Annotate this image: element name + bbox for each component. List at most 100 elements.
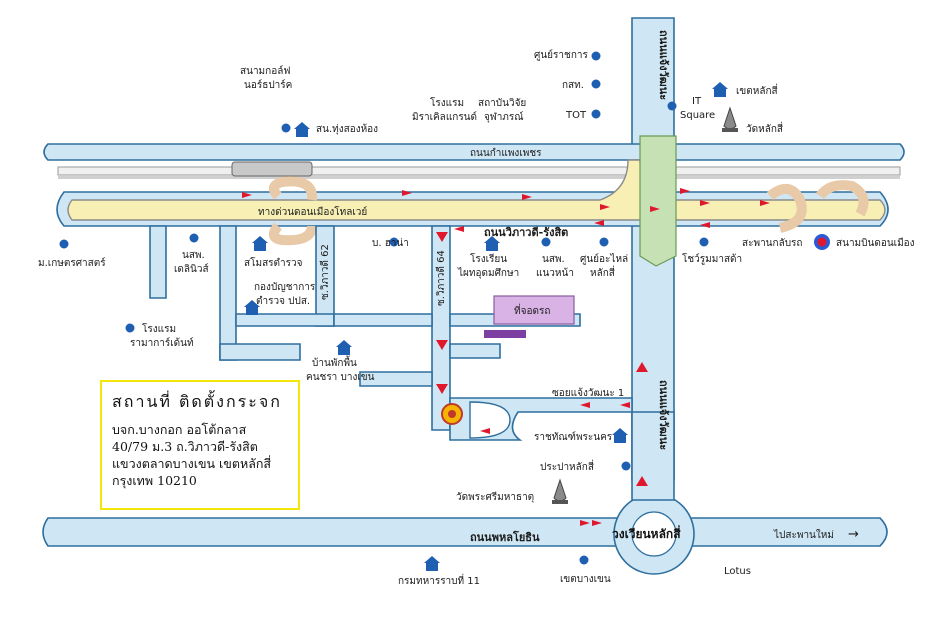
arrow-15	[580, 402, 590, 408]
label-to-saphan-mai: ไปสะพานใหม่	[773, 529, 834, 541]
label-naewna-2: แนวหน้า	[536, 267, 574, 279]
label-police-command-1: กองบัญชาการ	[254, 282, 316, 293]
label-lak-si-district-top: เขตหลักสี่	[736, 83, 778, 97]
arrow-3	[522, 194, 532, 200]
arrow-16	[620, 402, 630, 408]
arrow-18	[580, 520, 590, 526]
label-airport: สนามบินดอนเมือง	[836, 237, 915, 249]
label-circle-lak-si: วงเวียนหลักสี่	[612, 525, 681, 541]
label-it-square-2: Square	[680, 110, 715, 121]
label-lak-si-parts-1: ศูนย์อะไหล่	[580, 253, 628, 265]
house-icon	[612, 428, 628, 443]
dot-kasetsart	[59, 239, 69, 249]
info-title: สถานที่ ติดตั้งกระจก	[112, 392, 282, 411]
label-kamphaeng-phet: ถนนกำแพงเพชร	[470, 148, 542, 159]
arrow-4	[600, 204, 610, 210]
label-phahon-yothin: ถนนพหลโยธิน	[470, 530, 540, 544]
label-soi-64: ซ.วิภาวดี 64	[435, 250, 447, 306]
label-rama-gardens-1: โรงแรม	[142, 322, 176, 335]
dot-cat	[591, 79, 601, 89]
dot-markers	[59, 51, 709, 565]
label-government: ศูนย์ราชการ	[534, 49, 588, 61]
arrow-7	[700, 200, 710, 206]
label-hana: บ. ฮาน่า	[372, 238, 409, 249]
house-icon	[424, 556, 440, 571]
label-rama-gardens-2: รามาการ์เด้นท์	[130, 337, 194, 349]
temple-icon	[722, 106, 738, 132]
parking-block	[493, 295, 575, 325]
label-golf-2: นอร์ธปาร์ค	[244, 79, 292, 91]
label-school-2: ไผทอุดมศึกษา	[457, 267, 519, 279]
label-it-square-1: IT	[692, 96, 702, 107]
dot-waterworks	[621, 461, 631, 471]
arrow-to-saphan-mai: →	[848, 527, 859, 542]
arrow-1	[242, 192, 252, 198]
destination-marker-icon	[441, 403, 463, 425]
label-tot: TOT	[565, 110, 587, 121]
arrow-5	[650, 206, 660, 212]
road-loop	[469, 401, 511, 439]
info-line-4: กรุงเทพ 10210	[112, 473, 197, 488]
label-saphan-klap-rot: สะพานกลับรถ	[742, 238, 802, 249]
label-bangkhen-housing-2: คนชรา บางเขน	[306, 372, 375, 383]
house-icon	[294, 122, 310, 137]
arrow-20	[636, 476, 648, 486]
label-ratchathan: ราชทัณฑ์พระนคร	[534, 431, 613, 443]
dot-tot	[591, 109, 601, 119]
label-bang-khen-district: เขตบางเขน	[560, 574, 611, 585]
dot-naewna	[541, 237, 551, 247]
road-connector-c	[333, 313, 433, 327]
u-turn-west	[268, 176, 318, 246]
label-miracle-1: โรงแรม	[430, 96, 464, 109]
house-icon	[244, 300, 260, 315]
dot-mazda	[699, 237, 709, 247]
arrow-21	[636, 362, 648, 372]
label-miracle-2: มิราเคิลแกรนด์	[412, 111, 477, 123]
u-turn-east	[766, 184, 807, 233]
dot-thung-song-hong	[281, 123, 291, 133]
dot-delinews	[189, 233, 199, 243]
airport-icon	[814, 234, 830, 250]
arrow-6	[680, 188, 690, 194]
dot-it-square	[667, 101, 677, 111]
parking-bar	[484, 330, 526, 338]
lak-si-circle-inner	[631, 511, 677, 557]
label-parking: ที่จอดรถ	[514, 303, 550, 317]
arrow-17	[480, 428, 490, 434]
road-kamphaeng-phet	[43, 143, 905, 161]
label-mazda: โชว์รูมมาสด้า	[682, 252, 742, 265]
dot-hana	[389, 237, 399, 247]
dot-government	[591, 51, 601, 61]
info-line-2: 40/79 ม.3 ถ.วิภาวดี-รังสิต	[112, 439, 258, 454]
road-side-2	[219, 225, 237, 361]
dot-lak-si-parts	[599, 237, 609, 247]
label-chulabhorn-2: จุฬาภรณ์	[484, 111, 524, 123]
road-phahon-yothin	[42, 517, 888, 547]
label-soi-chaeng-1: ซอยแจ้งวัฒนะ 1	[552, 387, 624, 399]
label-lak-si-parts-2: หลักสี่	[590, 265, 615, 279]
address-info-box: สถานที่ ติดตั้งกระจก บจก.บางกอก ออโต้กลา…	[100, 380, 300, 510]
house-icon	[712, 82, 728, 97]
label-chulabhorn-1: สถาบันวิจัย	[478, 98, 526, 109]
label-police-club: สโมสรตำรวจ	[244, 256, 303, 269]
label-cat: กสท.	[562, 80, 584, 91]
house-icon	[484, 236, 500, 251]
house-icon	[252, 236, 268, 251]
label-chaeng-watthana-top: ถนนแจ้งวัฒนะ	[657, 30, 670, 100]
label-soi-62: ซ.วิภาวดี 62	[319, 244, 331, 300]
label-wat-lak-si: วัดหลักสี่	[746, 121, 783, 135]
label-wat-phra-sri: วัดพระศรีมหาธาตุ	[456, 491, 534, 503]
road-connector-b	[219, 343, 301, 361]
arrow-19	[592, 520, 602, 526]
arrow-10	[594, 220, 604, 226]
label-thung-song-hong: สน.ทุ่งสองห้อง	[316, 123, 378, 135]
arrow-8	[760, 200, 770, 206]
label-school-1: โรงเรียน	[470, 252, 507, 265]
label-delinews-1: นสพ.	[182, 250, 205, 261]
arrow-2	[402, 190, 412, 196]
label-police-command-2: ตำรวจ ปปส.	[256, 296, 310, 307]
label-kasetsart: ม.เกษตรศาสตร์	[38, 257, 106, 269]
temple-icon	[552, 478, 568, 504]
